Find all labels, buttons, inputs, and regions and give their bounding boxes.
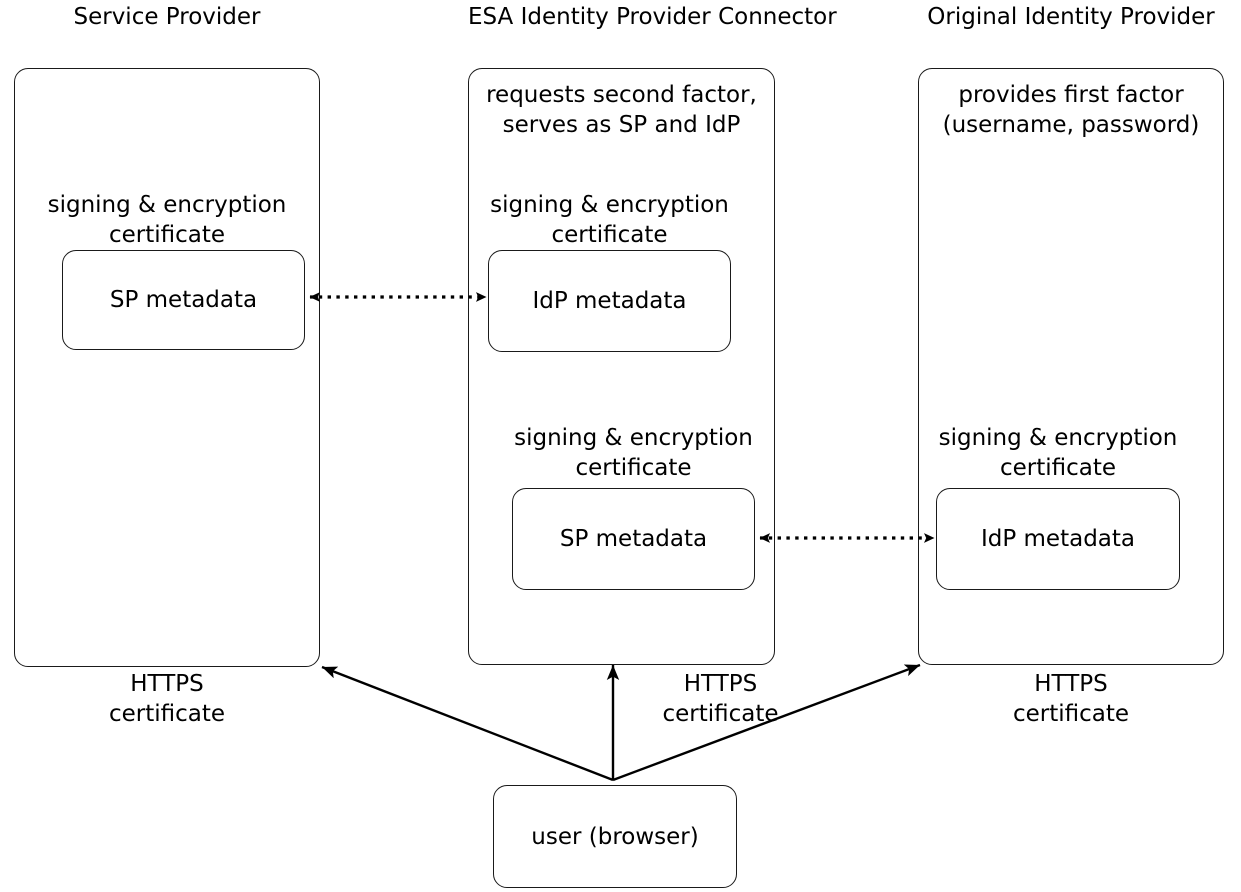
original-idp-metadata-box[interactable]: IdP metadata [936, 488, 1180, 590]
column-title-esa-identity-provider-connector: ESA Identity Provider Connector [468, 4, 837, 30]
esa-https-certificate-label: HTTPS certificate [618, 669, 823, 729]
column-title-original-identity-provider: Original Identity Provider [927, 4, 1215, 30]
column-title-service-provider: Service Provider [73, 4, 261, 30]
original-idp-certificate-label-line2: certificate [999, 455, 1117, 481]
original-idp-https-certificate-label: HTTPS certificate [934, 669, 1208, 729]
sp-https-line1: HTTPS [130, 671, 204, 697]
esa-https-line2: certificate [662, 701, 779, 727]
sp-certificate-label-line1: signing & encryption [47, 192, 287, 218]
esa-connector-note: requests second factor, serves as SP and… [475, 80, 768, 140]
original-idp-certificate-label: signing & encryption certificate [936, 423, 1180, 483]
esa-sp-certificate-label-line1: signing & encryption [514, 425, 753, 451]
sp-https-certificate-label: HTTPS certificate [30, 669, 304, 729]
original-idp-metadata-box-label: IdP metadata [980, 526, 1136, 552]
original-idp-note-line1: provides first factor [958, 82, 1184, 108]
service-provider-container[interactable] [14, 68, 320, 667]
esa-sp-metadata-box-label: SP metadata [559, 526, 708, 552]
esa-idp-metadata-box[interactable]: IdP metadata [488, 250, 731, 352]
sp-certificate-label: signing & encryption certificate [30, 190, 304, 250]
sp-certificate-label-line2: certificate [108, 222, 226, 248]
user-browser-label: user (browser) [531, 823, 699, 850]
sp-metadata-box[interactable]: SP metadata [62, 250, 305, 350]
esa-sp-metadata-box[interactable]: SP metadata [512, 488, 755, 590]
esa-idp-metadata-box-label: IdP metadata [532, 288, 687, 314]
sp-https-line2: certificate [108, 701, 226, 727]
esa-idp-certificate-label-line2: certificate [551, 222, 668, 248]
original-idp-https-line2: certificate [1012, 701, 1130, 727]
esa-https-line1: HTTPS [683, 671, 758, 697]
esa-idp-certificate-label-line1: signing & encryption [490, 192, 729, 218]
esa-idp-certificate-label: signing & encryption certificate [488, 190, 731, 250]
esa-connector-note-line2: serves as SP and IdP [502, 112, 741, 138]
esa-connector-note-line1: requests second factor, [486, 82, 757, 108]
sp-metadata-box-label: SP metadata [109, 287, 258, 313]
original-idp-note-line2: (username, password) [942, 112, 1200, 138]
original-idp-certificate-label-line1: signing & encryption [938, 425, 1178, 451]
original-idp-https-line1: HTTPS [1034, 671, 1108, 697]
esa-sp-certificate-label-line2: certificate [575, 455, 692, 481]
user-browser-box[interactable]: user (browser) [493, 785, 737, 888]
original-idp-note: provides first factor (username, passwor… [928, 80, 1214, 140]
esa-sp-certificate-label: signing & encryption certificate [512, 423, 755, 483]
connector-user-to-service-provider [321, 665, 614, 782]
